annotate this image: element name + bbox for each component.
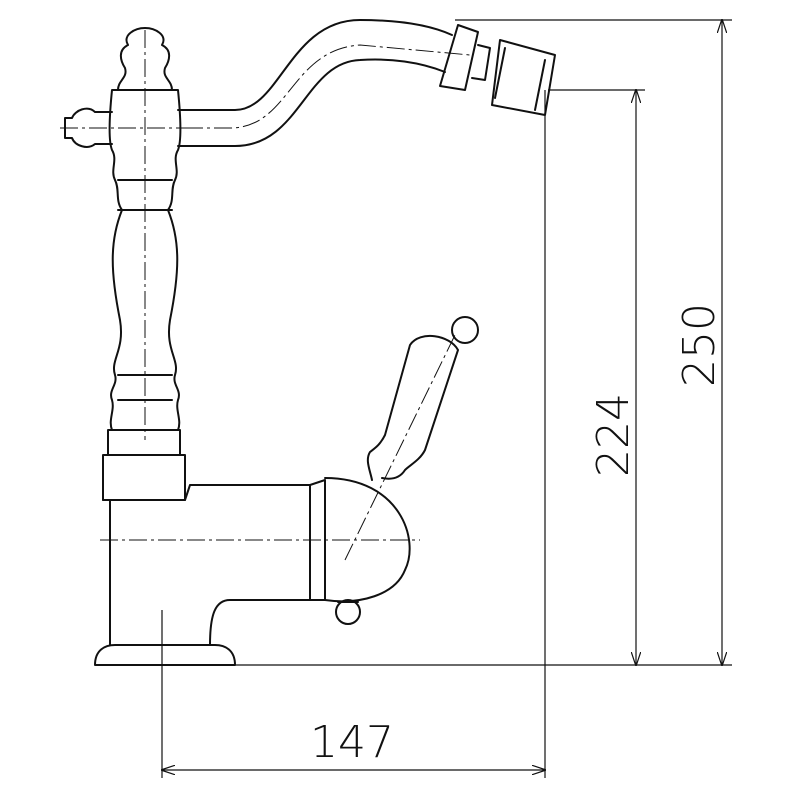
top-finial — [117, 27, 173, 91]
spout-lower — [177, 58, 446, 147]
faucet — [64, 19, 556, 666]
side-knob — [64, 107, 113, 148]
base-plate — [94, 644, 236, 666]
aerator-ring — [439, 24, 479, 91]
lever-handle — [366, 334, 459, 481]
handle-dome — [324, 477, 411, 603]
centerlines — [60, 30, 471, 561]
spout-height-label: 224 — [588, 393, 639, 477]
aerator — [491, 39, 556, 116]
cap-knob — [335, 599, 361, 625]
lever-knob — [451, 316, 479, 344]
dimension-lines — [162, 20, 732, 778]
total-height-label: 250 — [674, 303, 725, 387]
valve-body — [102, 454, 326, 646]
aerator-neck — [471, 44, 491, 81]
width-dimension-label: 147 — [310, 717, 394, 768]
spout-column — [108, 89, 182, 431]
spout-upper — [177, 19, 453, 111]
column-base-ring — [107, 429, 181, 456]
